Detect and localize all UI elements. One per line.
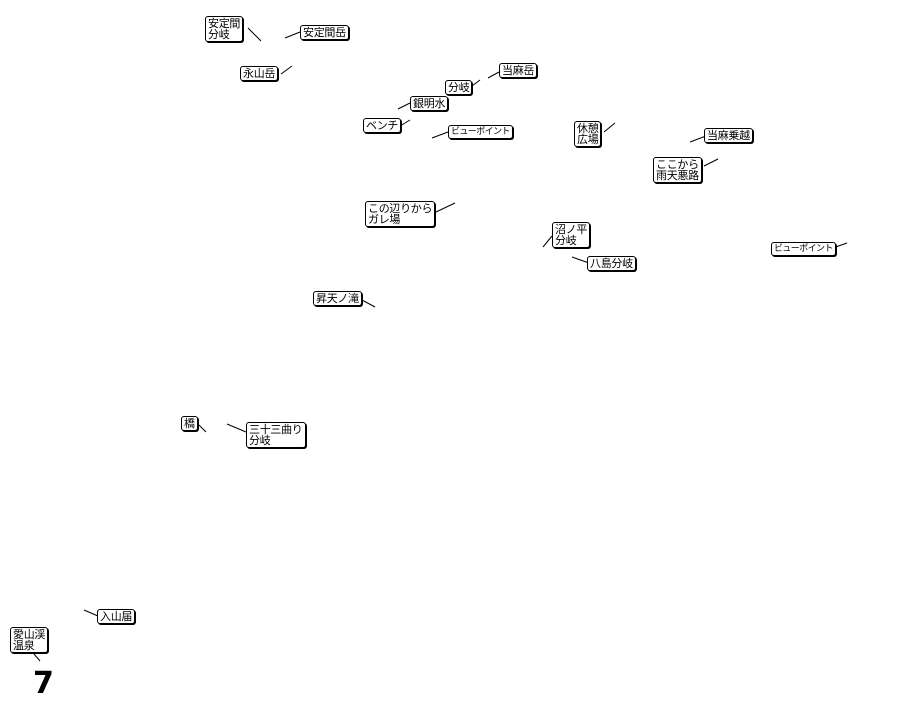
label-kyukei-hiroba: 休憩 広場: [574, 121, 602, 147]
label-nyuzan-todoke: 入山届: [97, 609, 136, 624]
leader-bridge: [198, 424, 207, 433]
leader-kyukei-hiroba: [603, 122, 616, 133]
leader-touma-norikoshi: [689, 135, 707, 143]
label-ginmeisui: 銀明水: [410, 96, 449, 111]
label-viewpoint-2: ビューポイント: [771, 242, 836, 256]
leader-ginmeisui: [397, 102, 411, 110]
leader-bench: [399, 119, 411, 127]
label-anteima-dake: 安定間岳: [300, 25, 349, 40]
label-shoten-falls: 昇天ノ滝: [313, 291, 362, 306]
label-anteima-fork: 安定間 分岐: [205, 16, 244, 42]
leader-anteima-fork: [247, 27, 262, 42]
leader-nyuzan-todoke: [83, 609, 99, 617]
label-bridge: 橋: [181, 416, 198, 431]
leader-touma-dake: [487, 71, 500, 79]
label-rainy-road: ここから 雨天悪路: [653, 157, 702, 183]
leader-aizankei-onsen: [33, 653, 41, 662]
leader-gareba: [435, 202, 456, 213]
leader-nagayama-dake: [280, 65, 293, 75]
leader-bunki-touma: [471, 79, 481, 87]
label-sanjusan-fork: 三十三曲り 分岐: [246, 422, 306, 448]
route-number-marker: 7: [33, 666, 54, 701]
label-numanotaira-fork: 沼ノ平 分岐: [552, 222, 591, 248]
leader-rainy-road: [703, 158, 719, 167]
leader-viewpoint-1: [431, 131, 449, 139]
leader-anteima-dake: [284, 31, 301, 39]
label-gareba: この辺りから ガレ場: [365, 201, 436, 227]
leader-numanotaira-fork: [542, 235, 553, 248]
label-aizankei-onsen: 愛山渓 温泉: [10, 627, 49, 653]
leader-hachishima-fork: [571, 256, 590, 264]
label-bench: ベンチ: [363, 118, 402, 133]
label-nagayama-dake: 永山岳: [240, 66, 279, 81]
label-hachishima-fork: 八島分岐: [587, 256, 636, 271]
leader-sanjusan-fork: [226, 423, 247, 433]
label-viewpoint-1: ビューポイント: [448, 125, 513, 139]
leader-shoten-falls: [361, 299, 376, 308]
label-touma-dake: 当麻岳: [499, 63, 538, 78]
label-bunki-touma: 分岐: [445, 80, 473, 95]
label-touma-norikoshi: 当麻乗越: [704, 128, 753, 143]
